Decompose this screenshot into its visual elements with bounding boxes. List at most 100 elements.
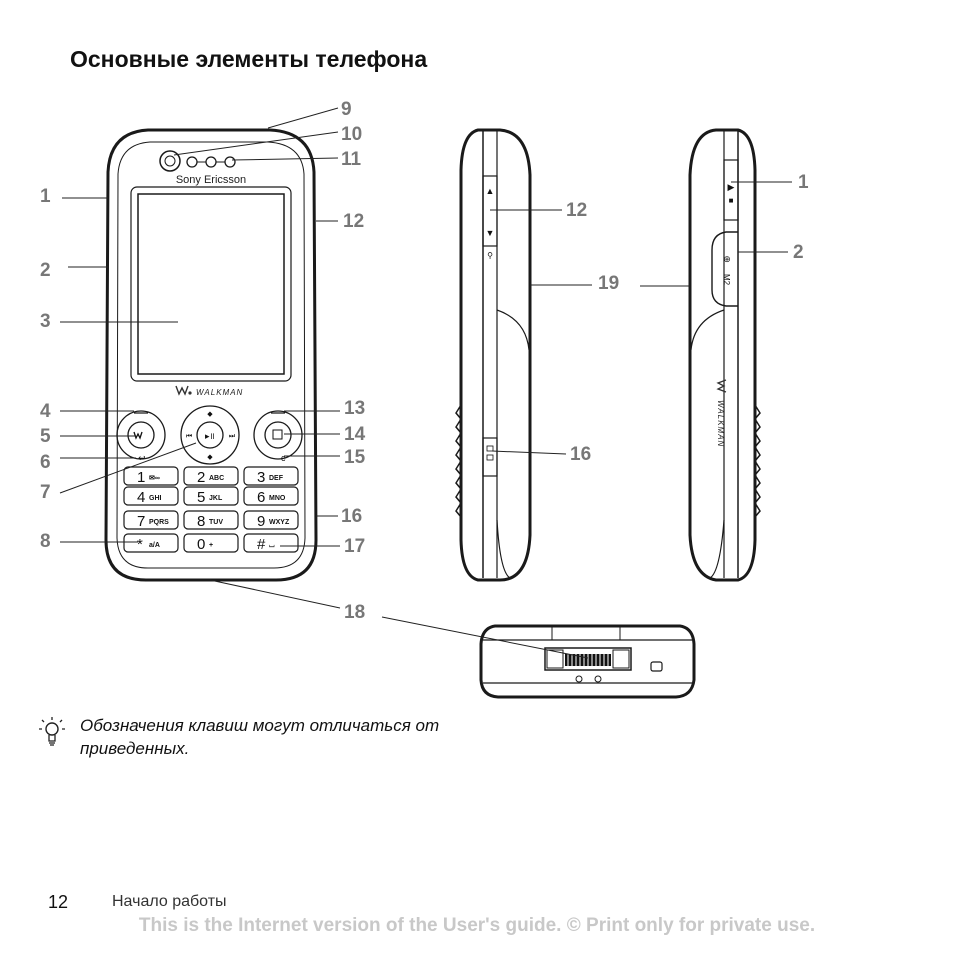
key-digit: 9 [257,513,265,530]
svg-text:■: ■ [729,196,734,205]
callout-3: 3 [40,311,51,332]
callout-5: 5 [40,426,51,447]
keypad-key-0[interactable]: 0+ [183,533,239,553]
svg-text:↩: ↩ [138,453,146,463]
brand-label: Sony Ericsson [176,174,246,186]
key-letters: DEF [269,475,284,482]
keypad-key-4[interactable]: 4 GHI [123,486,179,506]
key-digit: 8 [197,513,205,530]
camera-icon [486,445,494,452]
callout-2: 2 [40,260,51,281]
key-digit: * [137,536,143,553]
key-digit: 5 [197,489,205,506]
key-letters: TUV [209,519,223,526]
svg-text:▶: ▶ [728,182,735,192]
svg-text:◆: ◆ [207,454,213,461]
camera-key[interactable] [482,437,498,477]
side-callout-16: 16 [570,444,591,465]
callout-8: 8 [40,531,51,552]
key-letters: ✉∞ [149,475,160,482]
svg-text:WALKMAN: WALKMAN [196,388,243,397]
callout-15: 15 [344,447,366,468]
key-letters: ⌴ [269,542,275,549]
svg-text:⊕: ⊕ [723,254,731,264]
side-callout-19: 19 [598,273,619,294]
memory-card-icon: ⊕ M2 [722,254,731,286]
key-digit: 3 [257,469,265,486]
callout-13: 13 [344,398,365,419]
keypad-key-1[interactable]: 1 ✉∞ [123,466,179,486]
key-letters: ABC [209,475,224,482]
keypad-key-7[interactable]: 7 PQRS [123,510,179,530]
tip-note: Обозначения клавиш могут отличаться от п… [80,716,440,758]
callout-12: 12 [343,211,364,232]
play-pause-icon[interactable] [196,421,224,449]
right-callout-2: 2 [793,242,804,263]
keypad-key-3[interactable]: 3 DEF [243,466,299,486]
key-letters: GHI [149,495,162,502]
callout-1: 1 [40,186,51,207]
svg-text:c: c [281,453,286,463]
key-digit: # [257,536,266,553]
right-callout-1: 1 [798,172,809,193]
right-side-callouts: 1 2 [640,172,809,287]
svg-text:⚲: ⚲ [487,251,493,260]
svg-text:M2: M2 [722,274,731,286]
footer-disclaimer: This is the Internet version of the User… [138,915,816,936]
callout-4: 4 [40,401,51,422]
svg-text:▼: ▼ [486,228,495,238]
page-title: Основные элементы телефона [70,46,428,72]
key-digit: 0 [197,536,205,553]
key-letters: a/A [149,542,160,549]
side-callout-12: 12 [566,200,587,221]
callout-16: 16 [341,506,362,527]
key-digit: 6 [257,489,265,506]
front-callout-leads [59,107,341,609]
front-camera-icon [159,150,181,172]
keypad-key-8[interactable]: 8 TUV [183,510,239,530]
navigation-key[interactable] [180,405,240,465]
key-digit: 7 [137,513,145,530]
tip-bulb-icon [39,717,65,746]
callout-7: 7 [40,482,51,503]
volume-key[interactable] [482,175,498,247]
strap-hole [650,661,663,672]
key-digit: 1 [137,469,145,486]
phone-front-view: Sony Ericsson WALKMAN ↩ ▸॥ ◆ ◆ ⏮ ⏭ c 1 ✉∞… [104,128,318,582]
activity-menu-button[interactable] [253,410,303,460]
callout-17: 17 [344,536,365,557]
key-letters: MNO [269,495,286,502]
phone-left-side-view: ▲ ▼ ⚲ [455,128,532,582]
callout-10: 10 [341,124,362,145]
key-letters: PQRS [149,519,169,526]
key-letters: WXYZ [269,519,290,526]
page-number: 12 [48,892,69,912]
svg-text:▸॥: ▸॥ [205,431,215,441]
keypad-key-6[interactable]: 6 MNO [243,486,299,506]
memory-card-slot[interactable] [711,231,738,307]
front-callouts: 1 2 3 4 5 6 7 8 9 10 11 12 13 14 15 16 1… [40,99,366,623]
keypad-key-hash[interactable]: #⌴ [243,533,299,553]
play-stop-key[interactable] [723,159,739,221]
svg-text:◆: ◆ [207,411,213,418]
walkman-button[interactable] [116,410,166,460]
volume-arrows-icon: ▲ [486,186,495,196]
section-title: Начало работы [112,893,227,910]
keypad-key-star[interactable]: * a/A [123,533,179,553]
walkman-logo-icon: WALKMAN [175,385,243,397]
callout-9: 9 [341,99,352,120]
keypad-key-5[interactable]: 5 JKL [183,486,239,506]
key-digit: 4 [137,489,145,506]
keypad-key-9[interactable]: 9 WXYZ [243,510,299,530]
svg-text:⏮: ⏮ [186,433,192,440]
callout-18: 18 [344,602,365,623]
left-side-callouts: 12 19 16 [490,200,619,465]
screen [130,186,292,382]
callout-6: 6 [40,452,51,473]
charger-connector[interactable] [544,647,632,671]
svg-text:⏭: ⏭ [229,433,236,440]
key-letters: JKL [209,495,223,502]
